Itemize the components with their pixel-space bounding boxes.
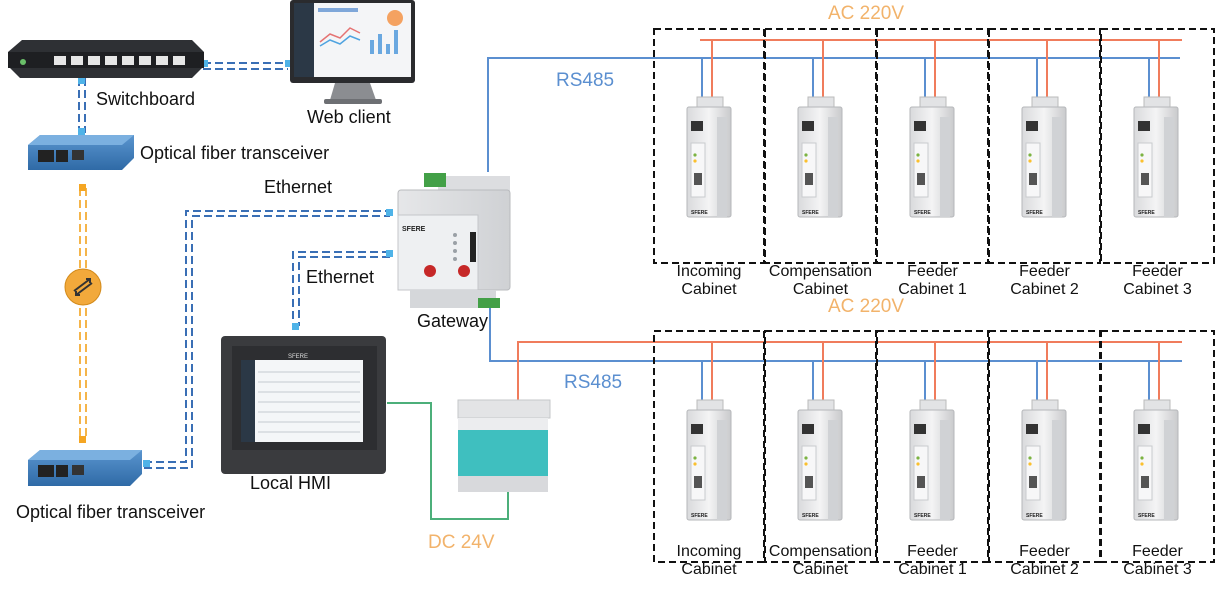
switch-port	[156, 56, 168, 65]
energy-meter-device	[909, 96, 955, 218]
cabinet-frame	[764, 330, 877, 563]
ac-220v-bottom-label: AC 220V	[828, 296, 905, 317]
ac-bus-bottom	[517, 341, 1182, 400]
port-markers	[78, 60, 393, 467]
cabinet-frame	[988, 28, 1101, 264]
switch-port	[71, 56, 83, 65]
cabinet-label-line1: Feeder	[1019, 263, 1070, 280]
web-client-label: Web client	[307, 107, 391, 127]
gateway-brand: SFERE	[402, 226, 426, 233]
cabinet-label-line1: Compensation	[768, 263, 873, 280]
energy-meter-device	[1021, 399, 1067, 521]
cabinet-frame	[1100, 330, 1215, 563]
cabinet-label-line2: Cabinet	[792, 560, 849, 578]
switch-port	[122, 56, 134, 65]
meter-brand: SFERE	[1138, 210, 1155, 216]
dc-power-supply	[457, 399, 551, 492]
cabinet-label-line1: Incoming	[676, 543, 742, 560]
transceiver-top-label: Optical fiber transceiver	[140, 143, 330, 163]
transceiver-bottom-label: Optical fiber transceiver	[16, 502, 206, 522]
switch-port	[54, 56, 66, 65]
optical-transceiver-bottom-device	[28, 450, 142, 486]
cabinet-label-line1: Feeder	[907, 263, 958, 280]
dc-line	[387, 402, 509, 520]
energy-meter-device	[909, 399, 955, 521]
cabinet-label-line1: Feeder	[1132, 543, 1183, 560]
rs485-bus-top	[487, 57, 1180, 172]
gateway-device: SFERE	[397, 173, 511, 308]
cabinet-label-line1: Incoming	[676, 263, 742, 280]
energy-meter-device	[1133, 399, 1179, 521]
cabinet-label-line2: Cabinet	[681, 560, 737, 578]
cabinet-label-line1: Feeder	[1132, 263, 1183, 280]
cabinet-frame	[764, 28, 877, 264]
ethernet-label-2: Ethernet	[306, 267, 375, 287]
cabinet-label-line2: Cabinet 3	[1123, 560, 1192, 578]
ethernet-label-1: Ethernet	[264, 177, 333, 197]
meter-brand: SFERE	[914, 210, 931, 216]
switch-port	[173, 56, 185, 65]
switch-port	[139, 56, 151, 65]
ethernet-links	[78, 62, 390, 469]
local-hmi-label: Local HMI	[250, 473, 332, 493]
hmi-brand: SFERE	[288, 354, 308, 360]
rs485-bottom-label: RS485	[564, 372, 623, 393]
energy-meter-device	[797, 96, 843, 218]
meter-brand: SFERE	[1026, 210, 1043, 216]
cabinet-label-line2: Cabinet 1	[898, 280, 967, 298]
fiber-converter-icon	[64, 268, 102, 306]
cabinet-label-line2: Cabinet 3	[1123, 280, 1192, 298]
meter-brand: SFERE	[1026, 513, 1043, 519]
cabinet-label-line2: Cabinet	[792, 280, 849, 298]
cabinet-frame	[653, 330, 765, 563]
meter-brand: SFERE	[802, 210, 819, 216]
energy-meter-device	[1021, 96, 1067, 218]
optical-transceiver-top-device	[28, 135, 134, 170]
cabinet-label-line1: Feeder	[1019, 543, 1070, 560]
energy-meter-device	[686, 399, 732, 521]
switch-port	[105, 56, 117, 65]
cabinet-label-line1: Feeder	[907, 543, 958, 560]
gateway-label: Gateway	[417, 311, 489, 331]
energy-meter-device	[797, 399, 843, 521]
cabinet-frame	[1100, 28, 1215, 264]
web-client-monitor	[290, 0, 415, 104]
cabinet-frame	[876, 330, 989, 563]
energy-meter-device	[1133, 96, 1179, 218]
fiber-link	[79, 188, 87, 440]
cabinet-frame	[876, 28, 989, 264]
switch-port	[88, 56, 100, 65]
cabinet-label-line2: Cabinet 2	[1010, 560, 1079, 578]
energy-meter-device	[686, 96, 732, 218]
rs485-top-label: RS485	[556, 70, 615, 91]
meter-brand: SFERE	[691, 513, 708, 519]
meter-brand: SFERE	[914, 513, 931, 519]
cabinet-label-line2: Cabinet	[681, 280, 737, 298]
local-hmi-device: SFERE	[221, 336, 386, 474]
meter-brand: SFERE	[691, 210, 708, 216]
switchboard-label: Switchboard	[96, 89, 196, 109]
meter-brand: SFERE	[802, 513, 819, 519]
meter-brand: SFERE	[1138, 513, 1155, 519]
ac-220v-top-label: AC 220V	[828, 3, 905, 24]
cabinet-label-line1: Compensation	[768, 543, 873, 560]
cabinet-label-line2: Cabinet 2	[1010, 280, 1079, 298]
dc-24v-label: DC 24V	[428, 532, 495, 553]
cabinet-label-line2: Cabinet 1	[898, 560, 967, 578]
rs485-bus-bottom	[489, 305, 1182, 362]
switchboard-device	[8, 40, 204, 78]
